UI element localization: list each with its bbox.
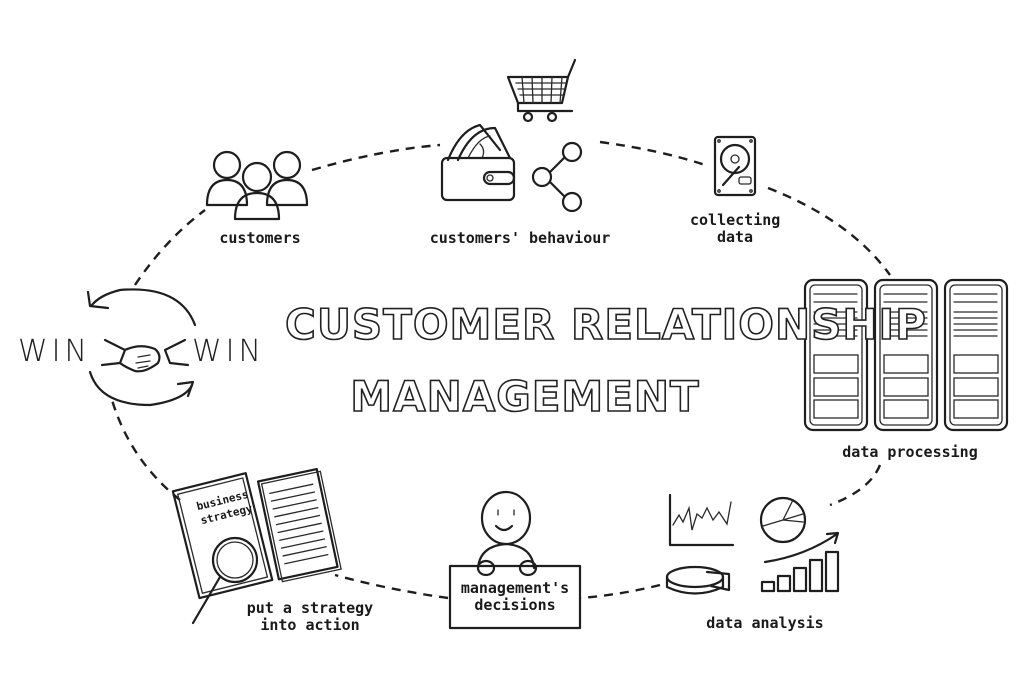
strategy-document-magnifier-icon: [171, 467, 342, 625]
server-rack-2: [873, 278, 939, 432]
win-right-text: WIN: [192, 334, 265, 369]
stage-label-data-analysis: data analysis: [706, 614, 824, 632]
connector-analysis-decisions: [579, 583, 661, 600]
person-with-sign-icon: [448, 490, 582, 630]
hard-drive-icon: [713, 135, 757, 197]
stage-label-data-processing: data processing: [842, 443, 978, 461]
line-chart-icon: [668, 493, 735, 547]
stage-label-put-strategy-1: put a strategy: [246, 599, 374, 617]
3d-pie-chart-icon: [665, 565, 731, 595]
stage-label-customers: customers: [219, 229, 301, 247]
charts-icon: [665, 493, 840, 595]
stage-label-put-strategy-2: into action: [260, 616, 360, 634]
connector-collecting-processing: [767, 186, 891, 276]
stage-label-management-decisions-1: management's: [460, 579, 570, 597]
server-rack-1: [803, 278, 869, 432]
stage-label-customers-behaviour: customers' behaviour: [429, 229, 611, 247]
people-icon: [205, 150, 309, 221]
win-left-text: WIN: [18, 334, 91, 369]
cycle-connectors: [110, 140, 891, 600]
wallet-icon: [440, 123, 516, 202]
connector-behaviour-collecting: [599, 140, 706, 167]
pie-chart-icon: [759, 496, 807, 544]
connector-decisions-strategy: [334, 573, 449, 600]
win-win-cycle-arrows: [86, 288, 197, 407]
connector-customers-behaviour: [311, 143, 441, 172]
diagram-title-line2: MANAGEMENT: [349, 371, 700, 422]
handshake-icon: [100, 338, 190, 373]
stage-label-collecting-data-2: data: [716, 228, 754, 246]
connector-processing-analysis: [829, 464, 882, 507]
share-icon: [531, 141, 583, 213]
stage-label-collecting-data-1: collecting: [690, 211, 781, 229]
diagram-title-line1: CUSTOMER RELATIONSHIP: [284, 299, 927, 350]
bar-chart-icon: [760, 531, 840, 593]
connector-winwin-customers: [134, 209, 206, 286]
shopping-cart-icon: [506, 58, 577, 123]
stage-label-management-decisions-2: decisions: [474, 596, 556, 614]
server-rack-3: [943, 278, 1009, 432]
connector-strategy-winwin: [110, 399, 181, 501]
server-racks-icon: [803, 278, 1009, 432]
